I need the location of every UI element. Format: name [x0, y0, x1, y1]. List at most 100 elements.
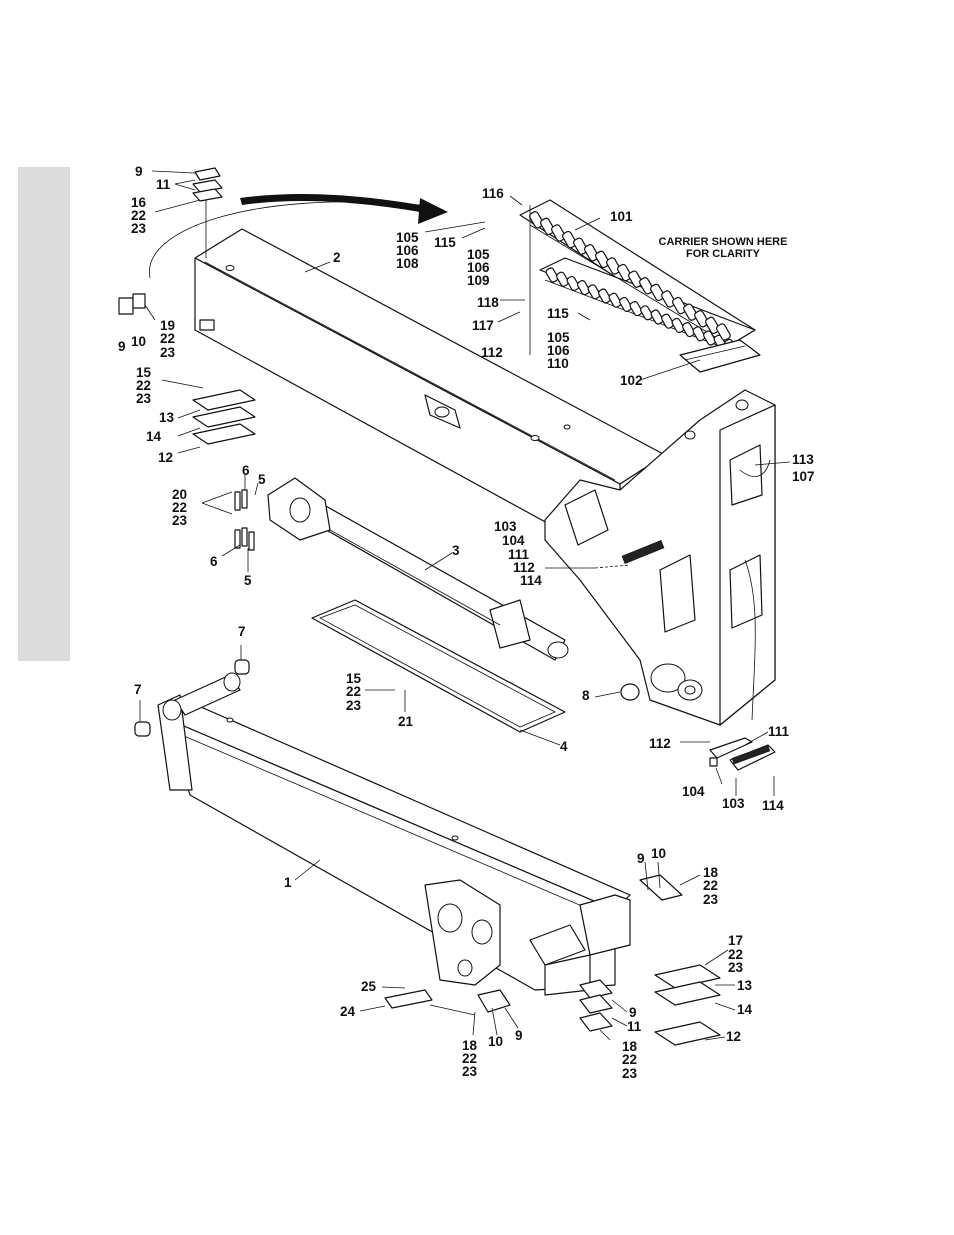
callout-103: 103	[722, 796, 745, 811]
end-caps	[134, 659, 640, 737]
guide-blocks-103-104	[709, 737, 776, 771]
callout-7: 7	[134, 682, 142, 697]
carrier-link	[650, 309, 664, 325]
callout-107: 107	[792, 469, 815, 484]
callout-5: 5	[244, 573, 252, 588]
carrier-link	[703, 330, 716, 346]
rod-end-plates	[234, 489, 255, 551]
callout-14: 14	[737, 1002, 753, 1017]
carrier-link	[595, 250, 610, 269]
callout-108: 108	[396, 256, 419, 271]
callout-23: 23	[136, 391, 152, 406]
callout-106: 106	[396, 243, 419, 258]
callout-10: 10	[651, 846, 666, 861]
callout-114: 114	[520, 573, 542, 588]
callout-10: 10	[488, 1034, 503, 1049]
carrier-link	[683, 303, 698, 321]
carrier-link	[573, 237, 588, 255]
callout-5: 5	[258, 472, 266, 487]
carrier-link	[619, 296, 632, 312]
callout-113: 113	[792, 452, 814, 467]
callout-116: 116	[482, 186, 504, 201]
carrier-link	[529, 211, 544, 229]
carrier-link	[694, 310, 709, 328]
wear-pads-right	[639, 874, 721, 1046]
carrier-link	[628, 270, 643, 288]
callout-25: 25	[361, 979, 377, 994]
carrier-link	[671, 317, 685, 333]
callout-18: 18	[622, 1039, 638, 1054]
callout-105: 105	[467, 247, 490, 262]
wear-pads-top-left	[118, 167, 256, 445]
callout-15: 15	[136, 365, 152, 380]
carrier-note-line-1: CARRIER SHOWN HERE	[659, 236, 788, 248]
callout-23: 23	[462, 1064, 478, 1079]
carrier-link	[705, 316, 720, 335]
callout-23: 23	[622, 1066, 638, 1081]
carrier-link	[608, 292, 622, 308]
callout-13: 13	[737, 978, 753, 993]
callout-2: 2	[333, 250, 341, 265]
callout-10: 10	[131, 334, 146, 349]
callout-24: 24	[340, 1004, 356, 1019]
callout-22: 22	[462, 1051, 477, 1066]
callout-104: 104	[682, 784, 705, 799]
carrier-link	[692, 326, 706, 342]
carrier-link	[587, 284, 601, 300]
carrier-link	[577, 280, 590, 296]
carrier-link	[551, 224, 566, 242]
carrier-link	[661, 313, 674, 329]
carrier-link	[639, 277, 654, 295]
callout-22: 22	[131, 208, 146, 223]
callout-111: 111	[768, 724, 790, 739]
callout-104: 104	[502, 533, 525, 548]
carrier-link	[584, 244, 599, 262]
callout-labels: 9 11 16 22 23 9 10 19 22 23 15 22 23 13 …	[118, 164, 815, 1081]
callout-117: 117	[472, 318, 494, 333]
carrier-link	[716, 323, 731, 341]
boom-section-1	[157, 672, 631, 996]
callout-23: 23	[703, 892, 719, 907]
callout-1: 1	[284, 875, 292, 890]
callout-118: 118	[477, 295, 499, 310]
callout-21: 21	[398, 714, 414, 729]
callout-17: 17	[728, 933, 743, 948]
wear-pads-bottom	[384, 979, 613, 1032]
callout-11: 11	[156, 177, 171, 192]
carrier-link	[650, 283, 665, 302]
callout-19: 19	[160, 318, 175, 333]
carrier-link	[545, 267, 559, 283]
callout-13: 13	[159, 410, 175, 425]
carrier-trough-102	[679, 339, 761, 373]
callout-110: 110	[547, 356, 569, 371]
callout-112: 112	[513, 560, 535, 575]
callout-105: 105	[547, 330, 570, 345]
callout-111: 111	[508, 547, 530, 562]
callout-23: 23	[172, 513, 188, 528]
callout-22: 22	[136, 378, 151, 393]
callout-109: 109	[467, 273, 490, 288]
callout-22: 22	[172, 500, 187, 515]
callout-22: 22	[703, 878, 718, 893]
callout-20: 20	[172, 487, 187, 502]
callout-101: 101	[610, 209, 633, 224]
carrier-link	[562, 230, 577, 249]
callout-23: 23	[160, 345, 176, 360]
callout-9: 9	[118, 339, 126, 354]
callout-11: 11	[627, 1019, 642, 1034]
callout-3: 3	[452, 543, 460, 558]
callout-105: 105	[396, 230, 419, 245]
callout-23: 23	[131, 221, 147, 236]
callout-16: 16	[131, 195, 147, 210]
carrier-link	[566, 275, 580, 291]
callout-12: 12	[158, 450, 173, 465]
boom-head-bracket	[544, 389, 776, 726]
wear-plate-4	[311, 599, 566, 733]
carrier-link	[682, 322, 695, 338]
callout-7: 7	[238, 624, 246, 639]
callout-22: 22	[160, 331, 175, 346]
cylinder-3	[267, 477, 569, 661]
carrier-link	[640, 305, 653, 321]
callout-18: 18	[462, 1038, 478, 1053]
